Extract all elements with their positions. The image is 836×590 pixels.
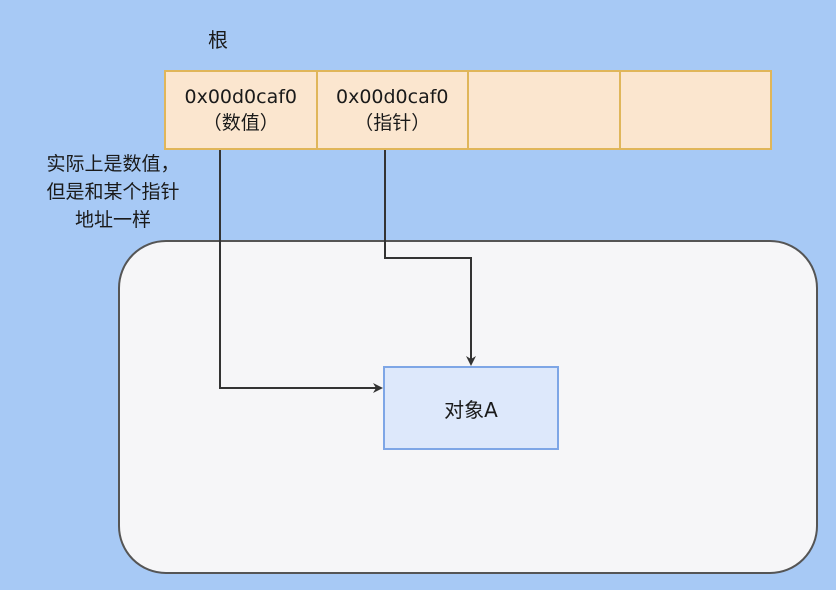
annotation-line-1: 实际上是数值， [46, 153, 180, 175]
root-cell-pointer: 0x00d0caf0 （指针） [318, 72, 469, 148]
root-set-row: 0x00d0caf0 （数值） 0x00d0caf0 （指针） [164, 70, 772, 150]
annotation-line-2: 但是和某个指针 [46, 181, 180, 203]
root-label: 根 [208, 28, 228, 52]
root-cell-pointer-type: （指针） [354, 112, 431, 134]
root-cell-empty-1 [469, 72, 621, 148]
object-a-box: 对象A [383, 366, 559, 450]
root-cell-value-address: 0x00d0caf0 [184, 86, 298, 108]
root-cell-empty-2 [621, 72, 771, 148]
root-cell-value: 0x00d0caf0 （数值） [166, 72, 318, 148]
annotation-line-3: 地址一样 [74, 209, 151, 231]
root-cell-value-type: （数值） [202, 112, 279, 134]
root-cell-pointer-address: 0x00d0caf0 [335, 86, 449, 108]
object-a-label: 对象A [444, 397, 498, 422]
annotation-note: 实际上是数值， 但是和某个指针 地址一样 [6, 150, 220, 234]
